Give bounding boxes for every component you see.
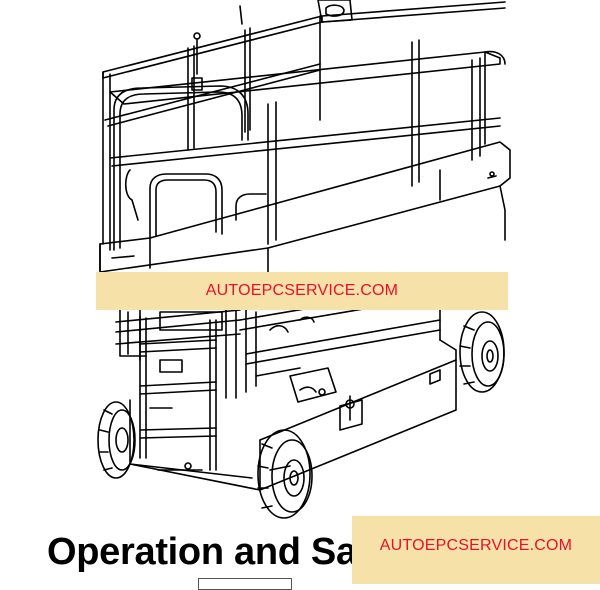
watermark-banner-corner: AUTOEPCSERVICE.COM: [352, 516, 600, 584]
chassis: [129, 339, 457, 491]
watermark-text: AUTOEPCSERVICE.COM: [205, 282, 399, 299]
wheel-front-right: [257, 429, 313, 519]
title-subbox: [198, 578, 292, 590]
document-title: Operation and Sa: [47, 531, 357, 573]
watermark-text: AUTOEPCSERVICE.COM: [379, 537, 573, 554]
wheel-front-left: [97, 401, 136, 479]
guardrail: [102, 0, 506, 251]
platform-deck: [99, 141, 511, 273]
watermark-banner: AUTOEPCSERVICE.COM: [96, 272, 508, 310]
wheel-rear-right: [459, 311, 505, 393]
entry-ladder: [139, 315, 217, 471]
